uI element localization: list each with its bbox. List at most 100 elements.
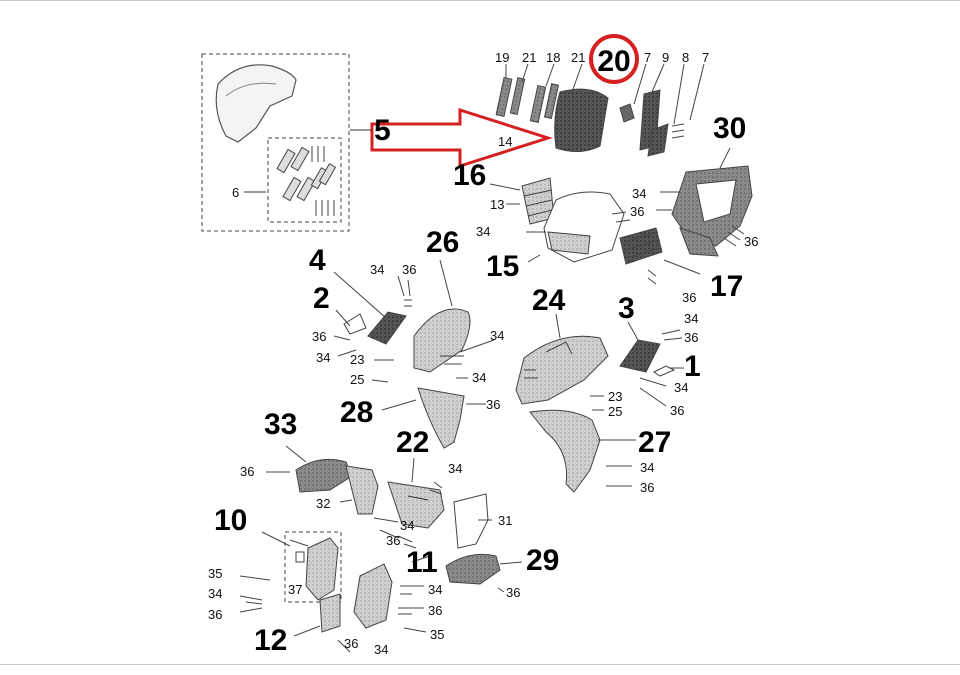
frame-top-border bbox=[0, 0, 960, 1]
ref-label: 36 bbox=[486, 397, 500, 412]
part-29 bbox=[445, 553, 501, 585]
ref-label: 36 bbox=[386, 533, 400, 548]
ref-label: 34 bbox=[400, 518, 414, 533]
callout-29: 29 bbox=[526, 544, 559, 577]
ref-label: 35 bbox=[430, 627, 444, 642]
part-10-dashed-box bbox=[284, 531, 342, 603]
callout-labels: 20 5 30 16 26 15 17 4 2 24 3 1 28 33 22 … bbox=[214, 45, 746, 657]
ref-label: 34 bbox=[448, 461, 462, 476]
part-4 bbox=[367, 311, 407, 345]
part-11 bbox=[353, 563, 393, 629]
part-28 bbox=[417, 387, 465, 449]
top-hardware-group bbox=[495, 63, 705, 157]
windscreen-part bbox=[215, 64, 297, 143]
part-3 bbox=[619, 339, 661, 373]
ref-label: 36 bbox=[682, 290, 696, 305]
callout-30: 30 bbox=[713, 112, 746, 145]
callout-17: 17 bbox=[710, 270, 743, 303]
callout-4: 4 bbox=[309, 244, 326, 277]
callout-20: 20 bbox=[597, 45, 630, 78]
ref-label: 36 bbox=[506, 585, 520, 600]
ref-label: 34 bbox=[640, 460, 654, 475]
ref-label: 7 bbox=[644, 50, 651, 65]
ref-label: 36 bbox=[240, 464, 254, 479]
lower-middle-group bbox=[266, 445, 492, 549]
ref-label: 32 bbox=[316, 496, 330, 511]
callout-11: 11 bbox=[406, 546, 438, 579]
callout-1: 1 bbox=[684, 350, 701, 383]
mounting-brackets bbox=[276, 146, 337, 216]
part-30-group bbox=[656, 147, 753, 257]
ref-label: 23 bbox=[608, 389, 622, 404]
ref-label: 36 bbox=[402, 262, 416, 277]
callout-28: 28 bbox=[340, 396, 373, 429]
ref-label: 25 bbox=[350, 372, 364, 387]
frame-bottom-border bbox=[0, 664, 960, 665]
left-side-group bbox=[333, 259, 495, 449]
part-12 bbox=[319, 593, 341, 633]
ref-label: 36 bbox=[428, 603, 442, 618]
part-32-bracket bbox=[345, 465, 379, 515]
callout-24: 24 bbox=[532, 284, 566, 317]
ref-label: 36 bbox=[208, 607, 222, 622]
ref-label: 7 bbox=[702, 50, 709, 65]
ref-label: 36 bbox=[670, 403, 684, 418]
ref-label: 34 bbox=[370, 262, 384, 277]
part-31 bbox=[453, 493, 489, 549]
ref-label: 21 bbox=[522, 50, 536, 65]
ref-label: 36 bbox=[312, 329, 326, 344]
mounting-kit-dashed-box bbox=[267, 137, 342, 223]
reference-labels: 19 21 18 21 7 9 8 7 14 6 34 36 13 36 34 … bbox=[208, 50, 758, 657]
bottom-group bbox=[239, 531, 523, 653]
callout-15: 15 bbox=[486, 250, 519, 283]
ref-label: 34 bbox=[674, 380, 688, 395]
ref-label: 13 bbox=[490, 197, 504, 212]
ref-label: 35 bbox=[208, 566, 222, 581]
ref-label: 19 bbox=[495, 50, 509, 65]
callout-3: 3 bbox=[618, 292, 635, 325]
windscreen-kit-group bbox=[201, 53, 350, 232]
callout-16: 16 bbox=[453, 159, 486, 192]
ref-label: 21 bbox=[571, 50, 585, 65]
ref-label: 36 bbox=[344, 636, 358, 651]
callout-5: 5 bbox=[374, 114, 391, 147]
callout-26: 26 bbox=[426, 226, 459, 259]
part-10 bbox=[305, 537, 339, 601]
part-33 bbox=[295, 458, 353, 493]
ref-label: 18 bbox=[546, 50, 560, 65]
part-17 bbox=[619, 227, 663, 265]
ref-label: 34 bbox=[632, 186, 646, 201]
ref-label: 34 bbox=[316, 350, 330, 365]
part-24 bbox=[515, 335, 609, 405]
callout-33: 33 bbox=[264, 408, 297, 441]
ref-label: 34 bbox=[684, 311, 698, 326]
ref-label: 25 bbox=[608, 404, 622, 419]
callout-2: 2 bbox=[313, 282, 330, 315]
right-side-group bbox=[515, 313, 684, 493]
windscreen-kit-dashed-box bbox=[201, 53, 350, 232]
ref-label: 34 bbox=[490, 328, 504, 343]
ref-label: 34 bbox=[208, 586, 222, 601]
part-20-cowl bbox=[554, 88, 609, 152]
ref-label: 6 bbox=[232, 185, 239, 200]
highlight-circle bbox=[589, 34, 639, 84]
ref-label: 8 bbox=[682, 50, 689, 65]
ref-label: 36 bbox=[640, 480, 654, 495]
callout-27: 27 bbox=[638, 426, 671, 459]
ref-label: 34 bbox=[476, 224, 490, 239]
part-26 bbox=[413, 308, 471, 373]
ref-label: 23 bbox=[350, 352, 364, 367]
ref-label: 31 bbox=[498, 513, 512, 528]
pointer-arrow bbox=[370, 107, 553, 169]
front-upper-group bbox=[489, 177, 701, 285]
ref-label: 14 bbox=[498, 134, 512, 149]
callout-22: 22 bbox=[396, 426, 429, 459]
callout-12: 12 bbox=[254, 624, 287, 657]
part-1 bbox=[653, 365, 676, 377]
ref-label: 9 bbox=[662, 50, 669, 65]
part-2 bbox=[343, 313, 367, 335]
ref-label: 36 bbox=[630, 204, 644, 219]
callout-10: 10 bbox=[214, 504, 247, 537]
